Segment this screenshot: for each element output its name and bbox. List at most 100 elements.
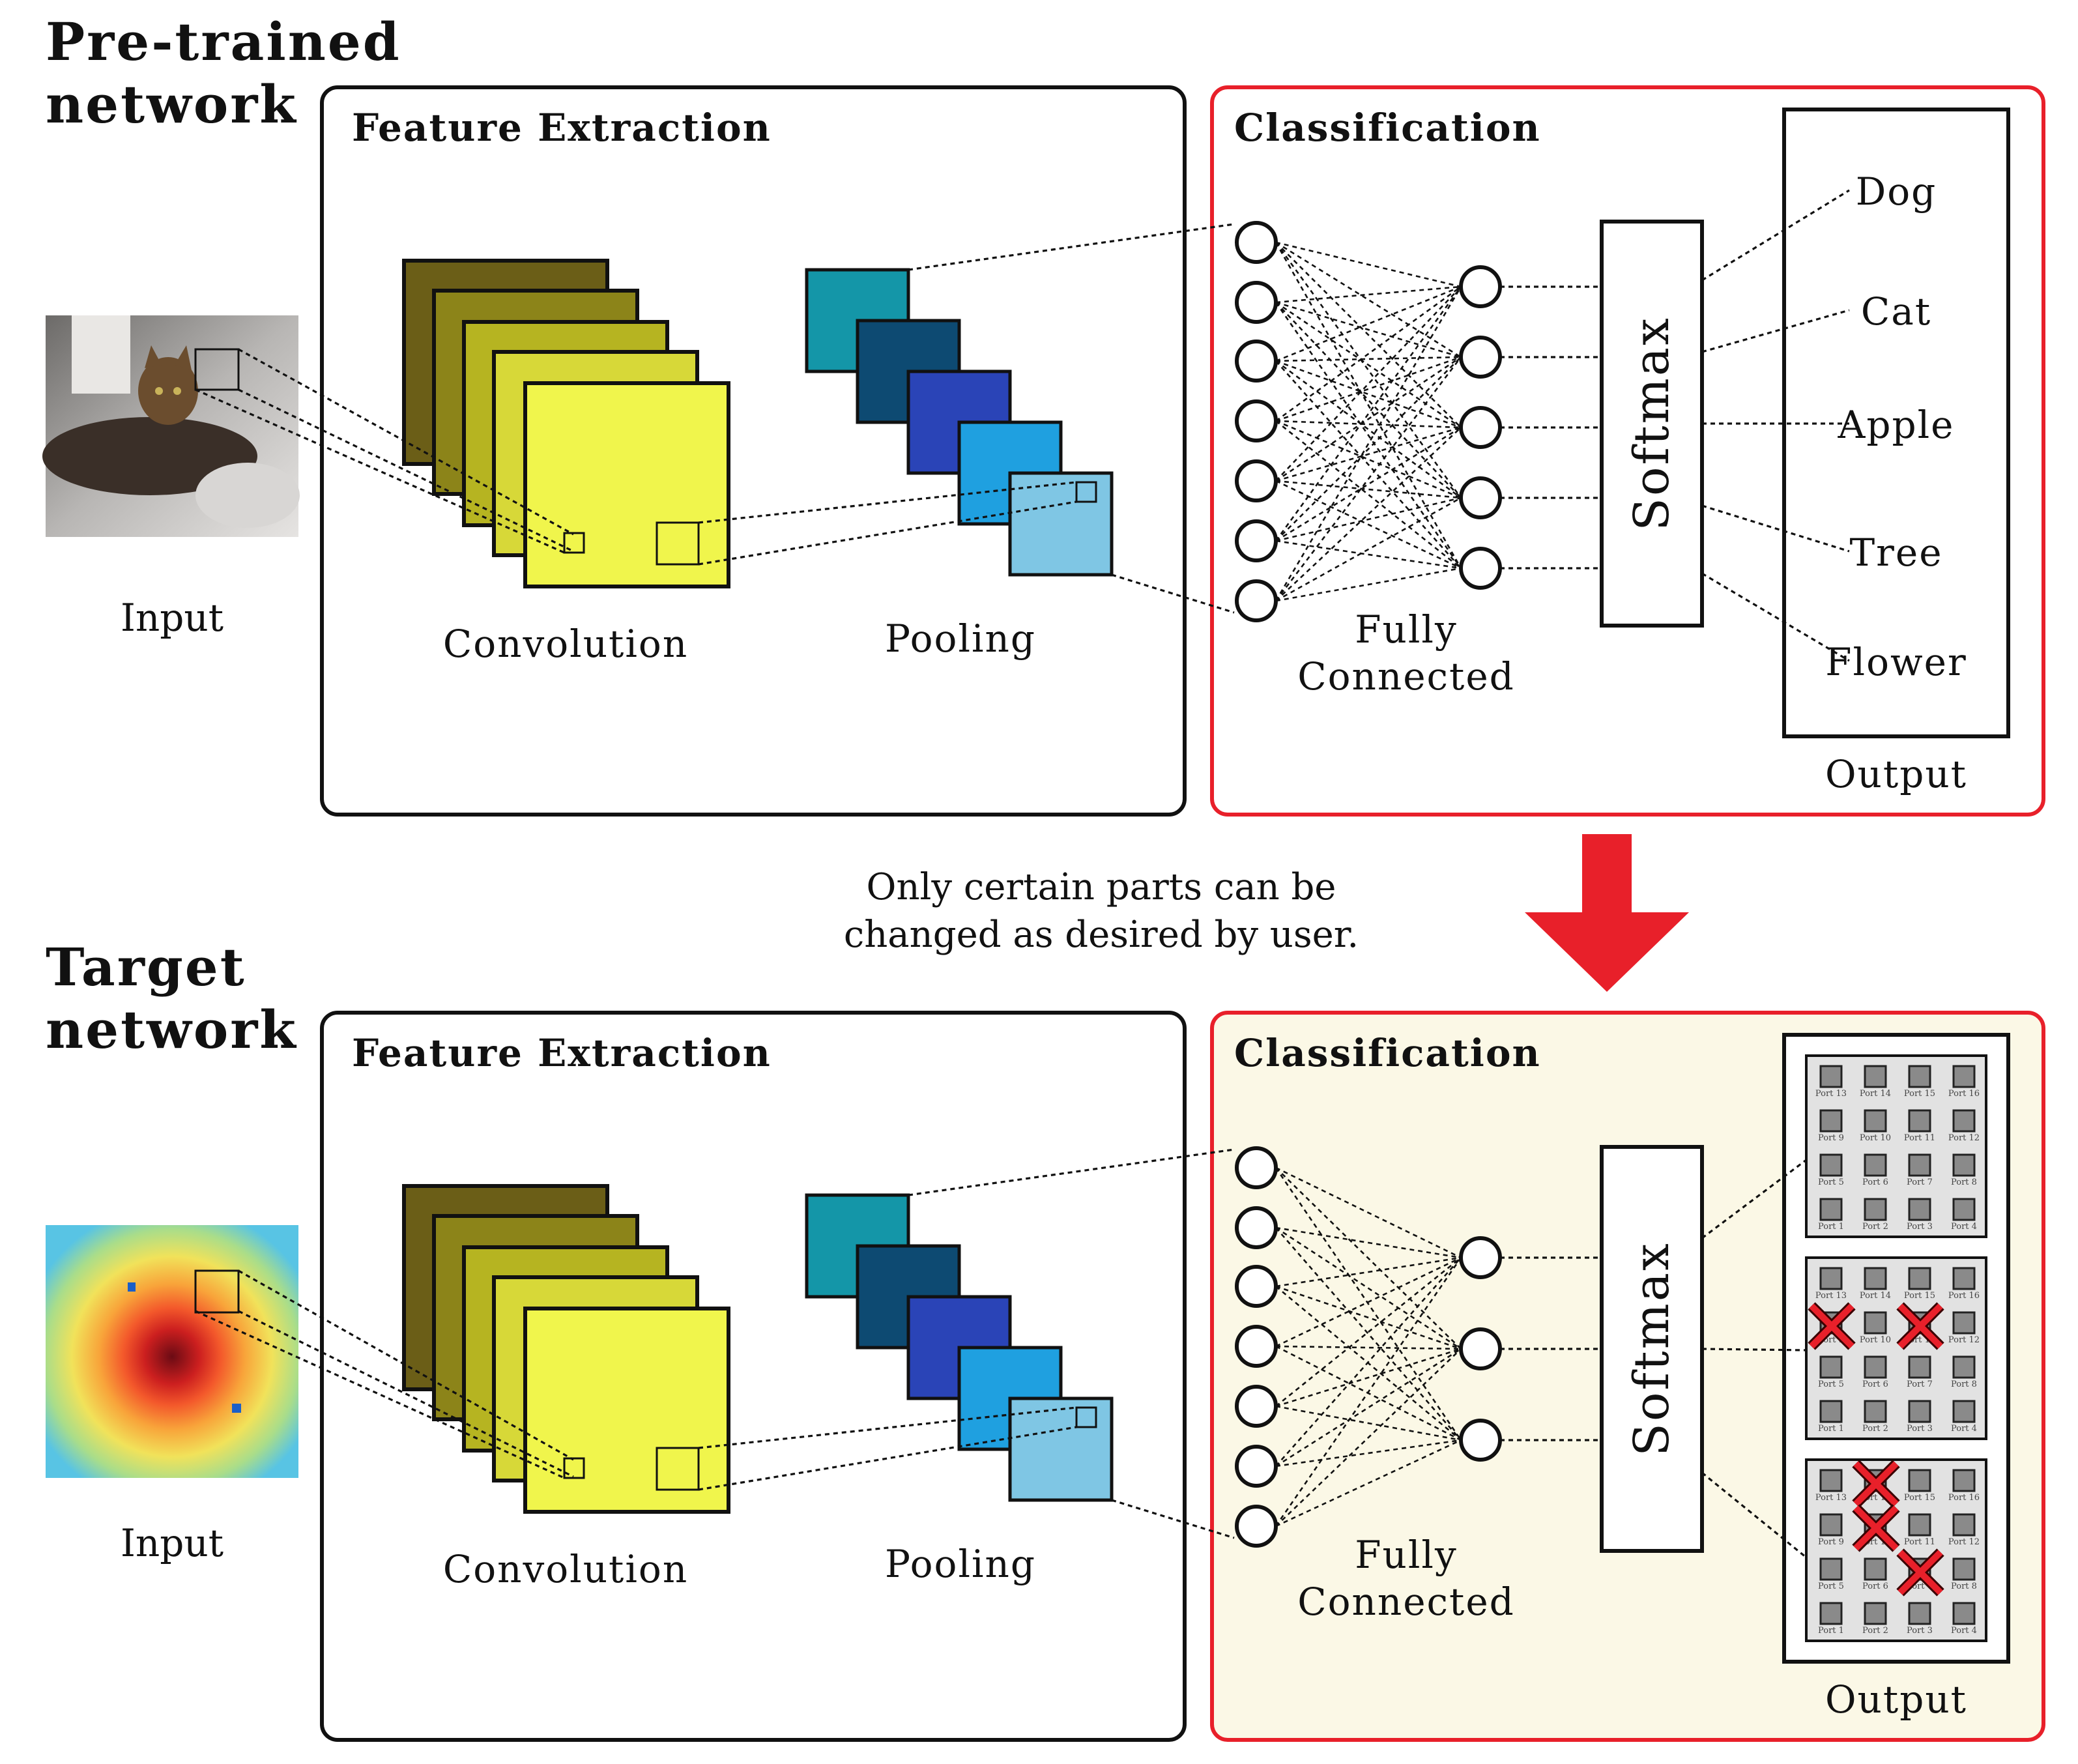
fc-connection [1275, 302, 1462, 499]
dashed-connector [1111, 1499, 1235, 1539]
fc-connection [1275, 356, 1462, 422]
fc-input-neuron [1235, 281, 1278, 324]
pooling-stack [805, 268, 1114, 577]
dashed-connector [1701, 1348, 1807, 1352]
port-icon [1952, 1198, 1976, 1221]
port-icon [1864, 1355, 1887, 1379]
fc-connection [1275, 360, 1462, 499]
port-icon [1908, 1153, 1931, 1177]
fc-connection [1275, 356, 1462, 542]
dashed-connector [1111, 573, 1235, 614]
fc-input-neuron [1235, 221, 1278, 264]
x-stroke [1853, 1505, 1899, 1551]
port-label: Port 12 [1948, 1537, 1980, 1547]
fc-connection [1275, 356, 1462, 362]
fc-connection [1275, 1348, 1462, 1527]
failed-port-x-icon [1896, 1302, 1944, 1350]
port-label: Port 13 [1815, 1089, 1847, 1099]
feature-extraction-title: Feature Extraction [352, 1031, 772, 1075]
fc-input-neuron [1235, 1265, 1278, 1308]
conv-large-kernel-box [656, 1447, 700, 1491]
output-class-label: Dog [1856, 169, 1937, 214]
port-icon [1819, 1355, 1843, 1379]
fc-connection [1275, 286, 1462, 601]
port-icon [1952, 1109, 1976, 1133]
port-icon [1952, 1400, 1976, 1423]
pool-kernel-box [1075, 1406, 1097, 1428]
failed-port-x-icon [1896, 1548, 1944, 1597]
port-label: Port 3 [1907, 1626, 1933, 1636]
feature-extraction-title: Feature Extraction [352, 106, 772, 150]
fc-connection [1275, 1286, 1462, 1441]
transition-text-line1: Only certain parts can be [867, 866, 1336, 908]
fc-connection [1275, 356, 1462, 601]
port-icon [1908, 1513, 1931, 1537]
port-label: Port 16 [1948, 1291, 1980, 1301]
port-icon [1864, 1602, 1887, 1625]
fc-connection [1275, 1257, 1462, 1467]
fc-connection [1275, 1348, 1462, 1468]
fc-connection [1275, 1285, 1462, 1350]
port-icon [1819, 1400, 1843, 1423]
fc-connection [1275, 285, 1462, 422]
port-label: Port 12 [1948, 1335, 1980, 1345]
fully-connected-label-line1: Fully [1355, 607, 1457, 652]
port-label: Port 5 [1818, 1380, 1844, 1389]
softmax-label: Softmax [1624, 316, 1680, 530]
fc-input-neuron [1235, 459, 1278, 502]
output-label: Output [1825, 752, 1967, 796]
fc-output-neuron [1459, 406, 1502, 449]
input-image [42, 315, 300, 537]
output-class-label: Flower [1825, 640, 1967, 684]
port-icon [1819, 1267, 1843, 1290]
port-icon [1819, 1109, 1843, 1133]
pooling-feature-map [1008, 471, 1114, 577]
port-label: Port 1 [1818, 1626, 1844, 1636]
fc-connection [1275, 1256, 1462, 1408]
input-photo-door [72, 315, 130, 394]
fc-connection [1275, 241, 1462, 358]
failed-port-x-icon [1852, 1504, 1900, 1552]
port-label: Port 9 [1818, 1537, 1844, 1547]
port-icon [1952, 1513, 1976, 1537]
x-stroke [1898, 1550, 1943, 1595]
heatmap-cold-spot [232, 1404, 241, 1413]
fc-connection [1275, 360, 1462, 569]
fc-input-neuron [1235, 1505, 1278, 1548]
fc-input-neuron [1235, 519, 1278, 562]
fully-connected-label-line1: Fully [1355, 1533, 1457, 1577]
fully-connected-layer [1235, 221, 1502, 622]
fc-input-neuron [1235, 1146, 1278, 1189]
port-icon [1908, 1109, 1931, 1133]
input-label: Input [121, 1521, 224, 1565]
fc-input-neuron [1235, 1206, 1278, 1249]
fc-connection [1275, 497, 1462, 602]
fc-connection [1275, 1257, 1462, 1527]
fc-connection [1275, 1256, 1462, 1348]
fc-connection [1275, 1345, 1462, 1350]
port-label: Port 16 [1948, 1089, 1980, 1099]
conv-large-kernel-box [656, 521, 700, 566]
transition-text-line2: changed as desired by user. [844, 914, 1359, 956]
port-icon [1864, 1557, 1887, 1581]
fc-connection [1275, 286, 1462, 542]
heatmap-cold-spot [128, 1282, 136, 1292]
port-label: Port 11 [1904, 1537, 1935, 1547]
fc-connection [1275, 1348, 1462, 1408]
fc-connection [1275, 426, 1462, 542]
fc-output-neuron [1459, 265, 1502, 308]
port-icon [1908, 1355, 1931, 1379]
fc-output-neuron [1459, 547, 1502, 590]
input-photo-cat-ear [145, 345, 162, 368]
fc-connection [1275, 1226, 1462, 1259]
section-title-line2: network [46, 74, 298, 135]
fc-input-neuron [1235, 579, 1278, 622]
port-label: Port 1 [1818, 1222, 1844, 1232]
port-label: Port 9 [1818, 1133, 1844, 1143]
dashed-connector [238, 348, 574, 536]
input-label: Input [121, 596, 224, 640]
port-icon [1819, 1513, 1843, 1537]
fc-connection [1275, 242, 1462, 428]
port-icon [1819, 1065, 1843, 1088]
